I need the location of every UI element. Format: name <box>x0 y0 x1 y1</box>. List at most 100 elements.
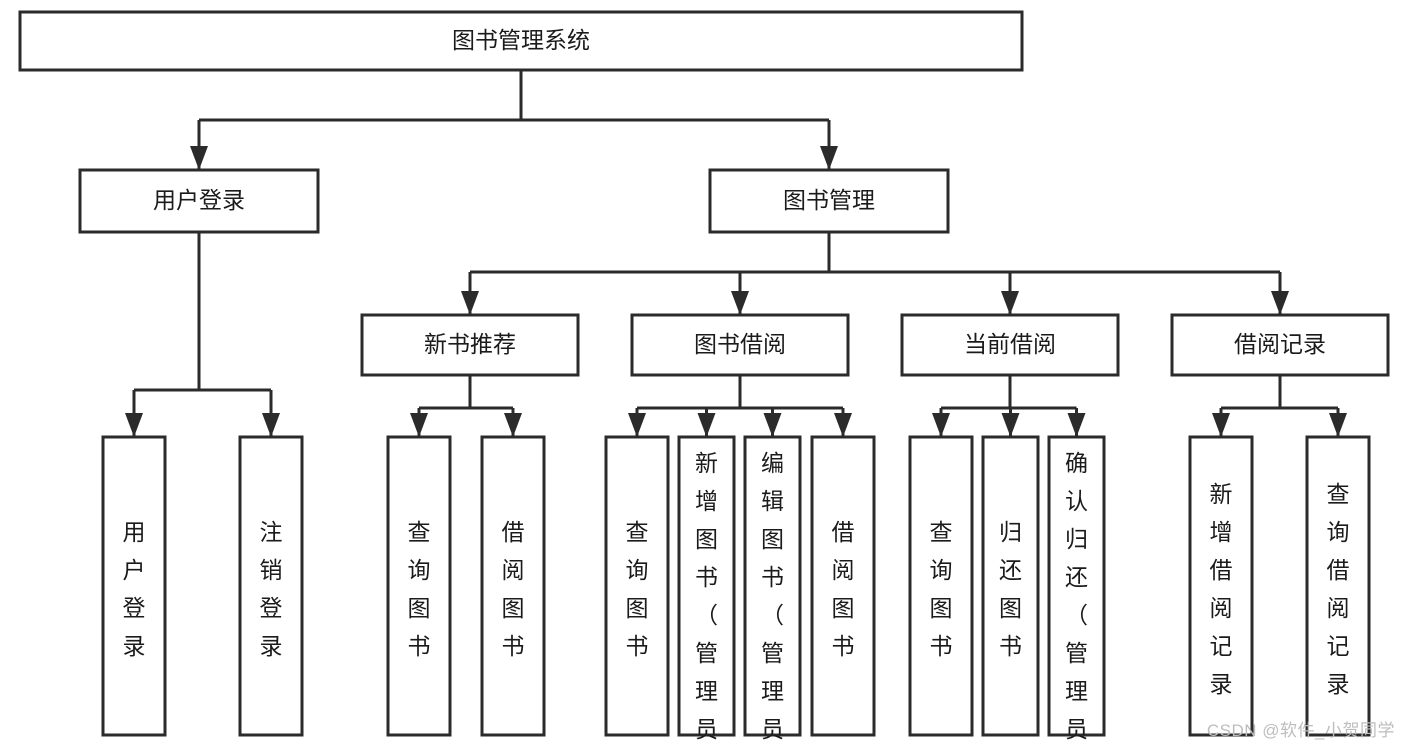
node-leaf-confirm-return-admin-label-char: 归 <box>1065 526 1088 552</box>
node-leaf-add-book-admin-label-char: 书 <box>695 564 718 590</box>
node-leaf-user-login-label-char: 录 <box>123 633 146 659</box>
node-leaf-query-book-1-label-char: 图 <box>408 595 431 621</box>
node-leaf-edit-book-admin-label-char: 员 <box>761 716 784 742</box>
node-leaf-borrow-book-2-label-char: 阅 <box>832 557 855 583</box>
node-leaf-query-book-2-label-char: 图 <box>626 595 649 621</box>
node-leaf-add-borrow-record-label-char: 阅 <box>1210 595 1233 621</box>
node-leaf-user-login-label-char: 用 <box>123 519 146 545</box>
conn-book-management-arrow-3 <box>1271 291 1289 315</box>
node-leaf-borrow-book-2-rect <box>810 435 876 737</box>
node-leaf-return-book-label-char: 还 <box>999 557 1022 583</box>
conn-book-management-arrow-1 <box>731 291 749 315</box>
conn-borrow-record-arrow-1 <box>1329 413 1347 437</box>
node-leaf-logout-login-label-char: 录 <box>260 633 283 659</box>
node-user-login-label: 用户登录 <box>153 187 245 213</box>
node-leaf-query-borrow-record-label-char: 记 <box>1327 633 1350 659</box>
node-leaf-borrow-book-1-rect <box>480 435 546 737</box>
conn-book-borrow-arrow-3 <box>834 413 852 437</box>
node-leaf-query-book-3-label-char: 询 <box>930 557 953 583</box>
node-leaf-edit-book-admin-label-char: 辑 <box>761 488 784 514</box>
node-leaf-add-book-admin-rect <box>677 435 736 737</box>
node-leaf-return-book-label-char: 归 <box>999 519 1022 545</box>
conn-current-borrow-arrow-0 <box>932 413 950 437</box>
conn-user-login-arrow-0 <box>125 413 143 437</box>
node-leaf-add-borrow-record-label-char: 增 <box>1210 519 1233 545</box>
node-current-borrow-rect <box>900 313 1120 377</box>
node-leaf-confirm-return-admin-label-char: 理 <box>1065 678 1088 704</box>
node-leaf-logout-login-rect <box>238 435 304 737</box>
node-leaf-query-book-2-label-char: 查 <box>626 519 649 545</box>
node-root[interactable]: 图书管理系统 <box>18 10 1024 72</box>
conn-user-login-arrow-1 <box>262 413 280 437</box>
node-leaf-confirm-return-admin-label-char: （ <box>1065 602 1088 628</box>
node-leaf-edit-book-admin-rect <box>743 435 802 737</box>
node-leaf-borrow-book-1-label-char: 书 <box>502 633 525 659</box>
node-leaf-query-book-2-label-char: 书 <box>626 633 649 659</box>
node-book-management[interactable]: 图书管理 <box>708 168 950 234</box>
node-leaf-user-login-label-char: 户 <box>123 557 146 583</box>
conn-new-book-recommend-arrow-1 <box>504 413 522 437</box>
conn-borrow-record-arrow-0 <box>1212 413 1230 437</box>
conn-new-book-recommend-arrow-0 <box>410 413 428 437</box>
node-leaf-borrow-book-1-label-char: 阅 <box>502 557 525 583</box>
node-leaf-borrow-book-2-label-char: 图 <box>832 595 855 621</box>
node-leaf-query-borrow-record-label-char: 询 <box>1327 519 1350 545</box>
conn-root-arrow-0 <box>190 146 208 170</box>
node-root-rect <box>18 10 1024 72</box>
node-current-borrow[interactable]: 当前借阅 <box>900 313 1120 377</box>
node-leaf-add-book-admin-label-char: 员 <box>695 716 718 742</box>
node-book-borrow[interactable]: 图书借阅 <box>630 313 850 377</box>
node-new-book-recommend[interactable]: 新书推荐 <box>360 313 580 377</box>
conn-book-management-arrow-0 <box>461 291 479 315</box>
node-leaf-edit-book-admin-label-char: 编 <box>761 450 784 476</box>
connectors-layer <box>125 70 1347 437</box>
node-leaf-confirm-return-admin-label-char: 确 <box>1065 450 1088 476</box>
conn-book-borrow-arrow-2 <box>763 413 782 437</box>
node-leaf-logout-login-label-char: 登 <box>260 595 283 621</box>
node-borrow-record-rect <box>1170 313 1390 377</box>
conn-book-borrow-arrow-0 <box>628 413 646 437</box>
node-leaf-confirm-return-admin-label-char: 认 <box>1065 488 1088 514</box>
node-leaf-confirm-return-admin-label-char: 员 <box>1065 716 1088 742</box>
node-leaf-borrow-book-1-label-char: 借 <box>502 519 525 545</box>
node-user-login[interactable]: 用户登录 <box>78 168 320 234</box>
node-book-borrow-rect <box>630 313 850 377</box>
node-leaf-user-login-label-char: 登 <box>123 595 146 621</box>
node-leaf-return-book-label-char: 图 <box>999 595 1022 621</box>
node-leaf-query-borrow-record-label-char: 录 <box>1327 671 1350 697</box>
node-leaf-edit-book-admin-label-char: 图 <box>761 526 784 552</box>
node-leaf-add-book-admin-label-char: 增 <box>695 488 718 514</box>
node-leaf-user-login[interactable]: 用户登录 <box>101 435 167 737</box>
conn-book-management-arrow-2 <box>1001 291 1019 315</box>
node-leaf-edit-book-admin-label-char: 理 <box>761 678 784 704</box>
node-borrow-record[interactable]: 借阅记录 <box>1170 313 1390 377</box>
node-leaf-query-book-3-rect <box>908 435 974 737</box>
node-leaf-query-borrow-record-label-char: 查 <box>1327 481 1350 507</box>
node-book-management-rect <box>708 168 950 234</box>
node-leaf-user-login-rect <box>101 435 167 737</box>
node-leaf-return-book-rect <box>981 435 1040 737</box>
node-leaf-query-borrow-record-label-char: 阅 <box>1327 595 1350 621</box>
node-leaf-query-book-3-label-char: 书 <box>930 633 953 659</box>
node-leaf-borrow-book-2-label-char: 借 <box>832 519 855 545</box>
node-leaf-add-borrow-record-label-char: 记 <box>1210 633 1233 659</box>
node-leaf-add-book-admin-label-char: 新 <box>695 450 718 476</box>
node-leaf-logout-login-label-char: 注 <box>260 519 283 545</box>
node-leaf-add-book-admin-label-char: 管 <box>695 640 718 666</box>
conn-root-arrow-1 <box>820 146 838 170</box>
node-root-label: 图书管理系统 <box>452 27 590 53</box>
